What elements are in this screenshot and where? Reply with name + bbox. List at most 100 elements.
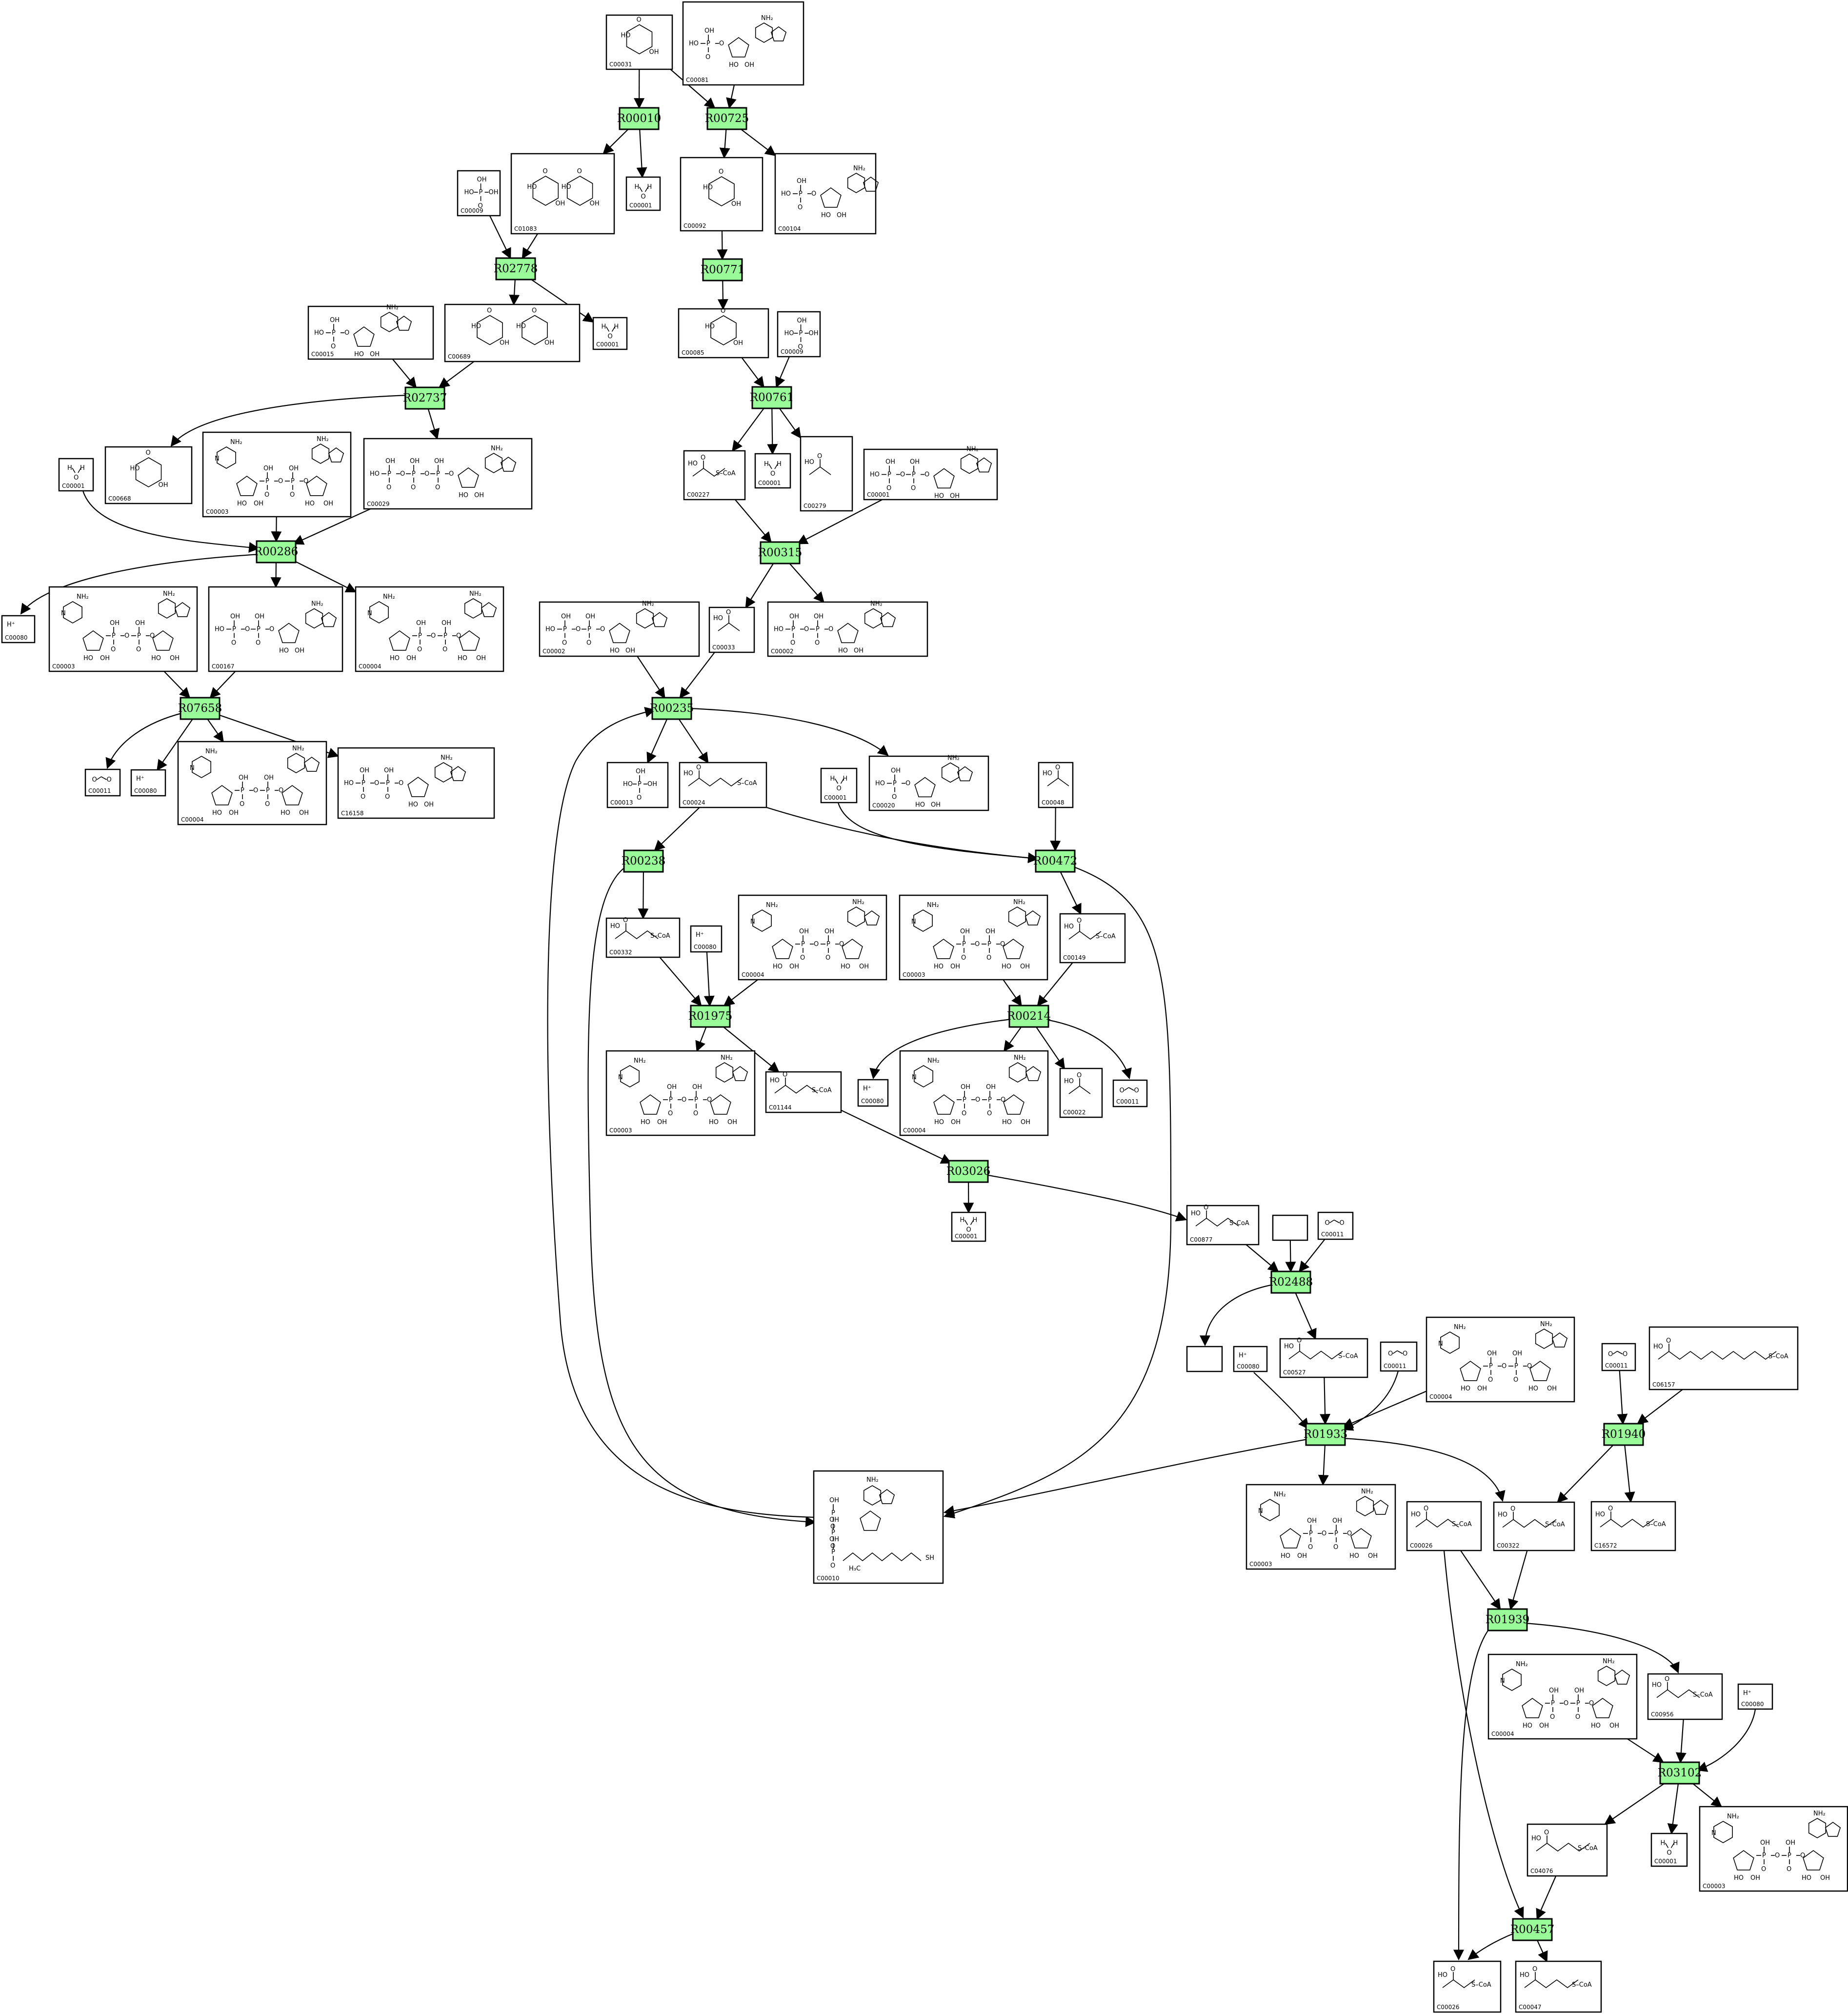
reaction-node[interactable]: R03026	[946, 1160, 990, 1183]
reaction-node[interactable]: R00472	[1033, 849, 1077, 873]
svg-text:HO: HO	[623, 781, 633, 788]
reaction-node[interactable]: R01940	[1602, 1423, 1646, 1446]
svg-text:O: O	[641, 193, 646, 201]
reaction-node[interactable]: R00761	[750, 386, 794, 409]
reaction-node[interactable]: R01975	[688, 1005, 732, 1028]
reaction-node[interactable]: R02737	[403, 386, 447, 410]
compound-box	[1601, 1343, 1636, 1371]
reaction-node[interactable]: R07658	[178, 697, 222, 720]
compound-node[interactable]: H⁺C00080	[1233, 1346, 1268, 1372]
reaction-node[interactable]: R01939	[1486, 1608, 1529, 1631]
svg-text:H: H	[647, 183, 652, 191]
reaction-node[interactable]: R02778	[494, 257, 538, 281]
reaction-node[interactable]: R00315	[758, 541, 802, 564]
compound-node[interactable]: H⁺C00080	[857, 1079, 889, 1107]
compound-node[interactable]: H⁺C00080	[690, 925, 723, 953]
compound-node[interactable]: H⁺C00080	[1737, 1683, 1773, 1710]
reaction-node[interactable]: R00010	[617, 107, 661, 130]
reaction-node[interactable]: R01933	[1304, 1423, 1347, 1446]
compound-node[interactable]: H⁺C00080	[130, 769, 166, 797]
svg-text:P: P	[887, 471, 891, 479]
reaction-box	[690, 1005, 731, 1028]
reaction-node[interactable]: R00725	[705, 107, 749, 130]
reaction-node[interactable]: R00771	[701, 258, 744, 282]
compound-node[interactable]	[1186, 1346, 1223, 1372]
reaction-node[interactable]: R02488	[1269, 1270, 1313, 1294]
reaction-node[interactable]: R00235	[650, 697, 694, 720]
reaction-node[interactable]: R00457	[1510, 1918, 1554, 1941]
svg-text:OH: OH	[434, 458, 444, 465]
reaction-node[interactable]: R00238	[622, 849, 665, 873]
reaction-node[interactable]: R03102	[1658, 1761, 1702, 1785]
reaction-node[interactable]: R00214	[1007, 1005, 1051, 1028]
reaction-node[interactable]: R00286	[254, 540, 298, 564]
compound-node[interactable]: H⁺C00080	[1, 615, 36, 644]
compound-node[interactable]	[1272, 1214, 1308, 1241]
